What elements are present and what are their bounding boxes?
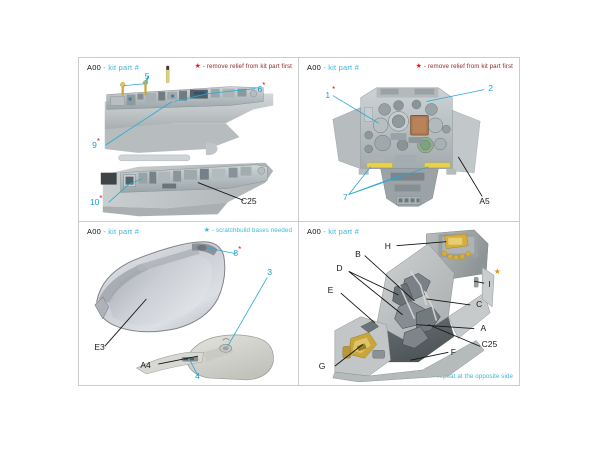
panel-bottom-left: A00 - kit part # ★ - scratchbuild bases … bbox=[79, 222, 299, 385]
leader-lines bbox=[105, 75, 256, 203]
callout-e: E bbox=[327, 285, 334, 296]
panel-header: A00 - kit part # bbox=[307, 227, 359, 236]
callout-6: 6* bbox=[257, 81, 266, 95]
panel-note-text: - remove relief from kit part first bbox=[202, 63, 292, 70]
kit-part-suffix: - kit part # bbox=[103, 227, 139, 237]
leader-lines bbox=[332, 89, 485, 197]
panel-top-right: A00 - kit part # ★ - remove relief from … bbox=[299, 58, 519, 223]
panel-note-text: - repeat at the opposite side bbox=[433, 372, 513, 380]
star-icon: ★ bbox=[203, 227, 211, 235]
callout-h: H bbox=[384, 240, 391, 251]
panel-note: ★ - remove relief from kit part first bbox=[195, 63, 292, 70]
callout-8: 8* bbox=[233, 244, 242, 258]
callout-c25: C25 bbox=[241, 195, 257, 206]
artwork-canopy-and-fairing: 8* 3 E3 A4 4 bbox=[79, 222, 298, 385]
callout-4: 4 bbox=[195, 370, 200, 381]
callout-5: 5 bbox=[144, 70, 150, 81]
kit-part-suffix: - kit part # bbox=[323, 227, 359, 237]
kit-part-suffix: - kit part # bbox=[103, 63, 139, 72]
panel-header: A00 - kit part # bbox=[87, 63, 139, 72]
star-icon: ★ bbox=[415, 63, 423, 70]
panel-header: A00 - kit part # bbox=[87, 227, 139, 236]
panel-top-left: A00 - kit part # ★ - remove relief from … bbox=[79, 58, 299, 223]
kit-part-code: A00 bbox=[307, 63, 321, 72]
callout-10: 10* bbox=[89, 194, 103, 207]
artwork-cockpit-sidewalls: 5 6* 9* 10* C25 bbox=[79, 58, 298, 221]
star-icon: ★ bbox=[194, 63, 202, 70]
panel-note-text: - scratchbuild bases needed bbox=[211, 227, 292, 235]
callout-2: 2 bbox=[488, 83, 493, 94]
panel-note: ★ - scratchbuild bases needed bbox=[204, 227, 292, 234]
callout-b: B bbox=[355, 248, 361, 259]
panel-note-text: - remove relief from kit part first bbox=[423, 63, 513, 70]
leader-lines bbox=[334, 241, 485, 367]
callout-f: F bbox=[450, 346, 456, 357]
callout-c: C bbox=[476, 299, 483, 310]
panel-note: ★ - remove relief from kit part first bbox=[416, 63, 513, 70]
callout-i: I bbox=[488, 278, 491, 289]
callout-1: 1* bbox=[325, 85, 336, 100]
callout-a5: A5 bbox=[479, 195, 490, 206]
callout-a4: A4 bbox=[140, 360, 151, 371]
kit-part-code: A00 bbox=[87, 63, 101, 72]
callout-g: G bbox=[318, 361, 326, 372]
callout-3: 3 bbox=[267, 266, 273, 277]
panel-bottom-right: A00 - kit part # ★ - repeat at the oppos… bbox=[299, 222, 519, 385]
kit-part-suffix: - kit part # bbox=[323, 63, 359, 72]
instruction-sheet: A00 - kit part # ★ - remove relief from … bbox=[78, 57, 520, 386]
orange-star-marker: ★ bbox=[493, 266, 501, 276]
callout-e3: E3 bbox=[94, 341, 105, 352]
kit-part-code: A00 bbox=[307, 227, 321, 237]
leader-lines bbox=[104, 247, 268, 377]
callout-9: 9* bbox=[92, 136, 100, 150]
callout-d: D bbox=[336, 263, 343, 274]
panel-header: A00 - kit part # bbox=[307, 63, 359, 72]
artwork-instrument-panel: 1* 2 7 A5 bbox=[299, 58, 519, 221]
kit-part-code: A00 bbox=[87, 227, 101, 237]
artwork-ejection-seat: H B D E G I C A F C25 ★ bbox=[299, 222, 519, 385]
callout-a: A bbox=[480, 322, 487, 333]
callout-c25: C25 bbox=[481, 339, 498, 350]
callout-7: 7 bbox=[343, 192, 348, 203]
